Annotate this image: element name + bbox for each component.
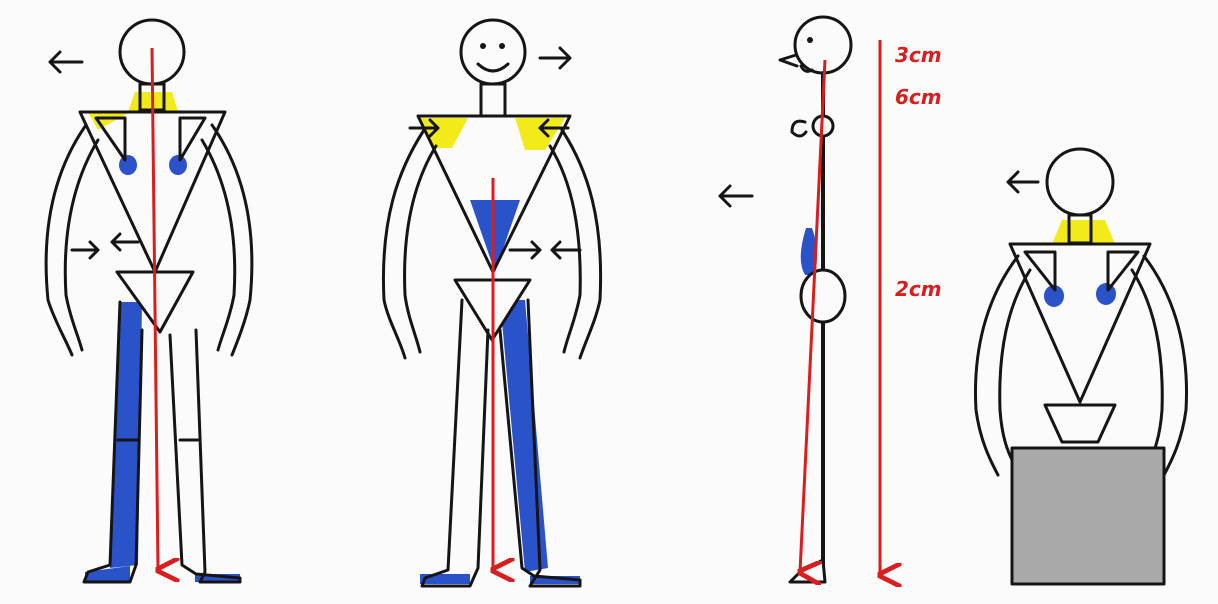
figure-1-front-view	[46, 20, 252, 582]
arrow-left-icon	[50, 52, 82, 72]
figure-3-side-view	[720, 17, 851, 582]
head-profile	[795, 17, 851, 73]
measurement-label-3: 2cm	[895, 277, 942, 301]
measurement-label-2: 6cm	[895, 85, 942, 109]
head	[1047, 149, 1113, 215]
measurement-label-1: 3cm	[895, 43, 942, 67]
head-smiling	[461, 20, 525, 84]
figure-4-seated-view	[975, 149, 1186, 584]
seat-block	[1012, 448, 1164, 584]
abdomen-tension-highlight	[470, 200, 520, 272]
arrow-right-icon	[540, 48, 570, 68]
inward-arrows-icon	[72, 234, 138, 258]
arrow-left-icon	[720, 186, 752, 206]
arrow-left-icon	[1008, 172, 1038, 192]
